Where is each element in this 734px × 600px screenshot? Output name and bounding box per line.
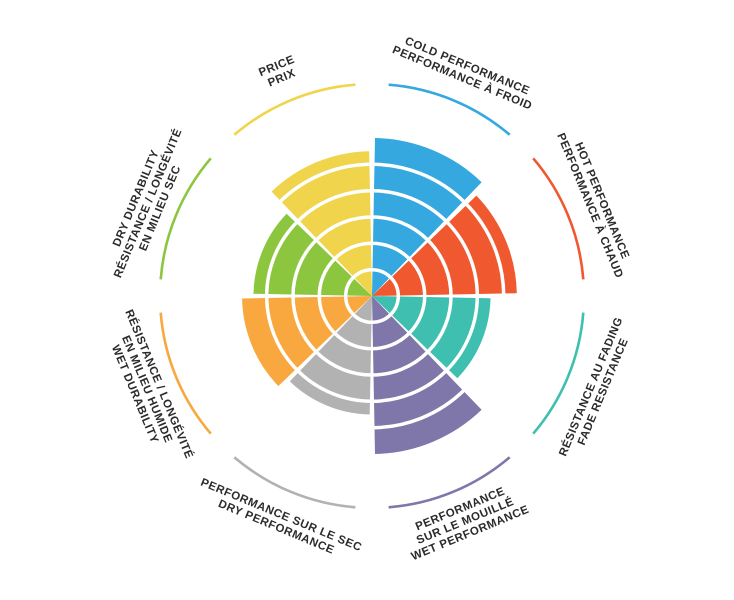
outer-arc-cold-performance — [388, 83, 511, 136]
wedge-dry-performance — [289, 296, 372, 415]
label-text-wet-performance: PERFORMANCESUR LE MOUILLÉWET PERFORMANCE — [400, 480, 531, 563]
outer-arc-price — [233, 83, 356, 136]
grid-ring-4 — [264, 188, 480, 404]
outer-arcs-layer — [159, 83, 585, 509]
rings-layer — [238, 162, 506, 430]
label-text-dry-performance: PERFORMANCE SUR LE SECDRY PERFORMANCE — [194, 477, 364, 566]
wedge-cold-performance — [372, 138, 482, 296]
outer-arc-dry-durability — [159, 157, 212, 280]
label-price: PRICEPRIX — [257, 54, 301, 92]
outer-arc-dry-performance — [233, 456, 356, 509]
grid-ring-2 — [317, 241, 427, 351]
outer-arc-wet-performance — [388, 456, 511, 509]
grid-ring-3 — [291, 215, 453, 377]
label-fade-resistance: RÉSISTANCE AU FADINGFADE RESISTANCE — [556, 315, 637, 463]
label-text-cold-performance: COLD PERFORMANCEPERFORMANCE À FROID — [391, 32, 539, 113]
label-hot-performance: HOT PERFORMANCEPERFORMANCE À CHAUD — [554, 127, 637, 281]
outer-arc-wet-durability — [159, 312, 212, 435]
grid-ring-1 — [343, 267, 401, 325]
label-text-hot-performance: HOT PERFORMANCEPERFORMANCE À CHAUD — [554, 127, 637, 281]
grid-ring-5 — [238, 162, 506, 430]
outer-arc-fade-resistance — [532, 312, 585, 435]
label-dry-performance: PERFORMANCE SUR LE SECDRY PERFORMANCE — [194, 477, 364, 566]
outer-arc-hot-performance — [532, 157, 585, 280]
wedge-dry-durability — [253, 213, 372, 296]
label-wet-performance: PERFORMANCESUR LE MOUILLÉWET PERFORMANCE — [400, 480, 531, 564]
label-text-fade-resistance: RÉSISTANCE AU FADINGFADE RESISTANCE — [556, 315, 637, 463]
wedge-wet-performance — [372, 296, 482, 454]
label-text-price: PRICEPRIX — [257, 54, 301, 92]
wedge-fade-resistance — [372, 296, 491, 379]
wedges-layer — [240, 138, 517, 454]
label-cold-performance: COLD PERFORMANCEPERFORMANCE À FROID — [391, 32, 539, 113]
